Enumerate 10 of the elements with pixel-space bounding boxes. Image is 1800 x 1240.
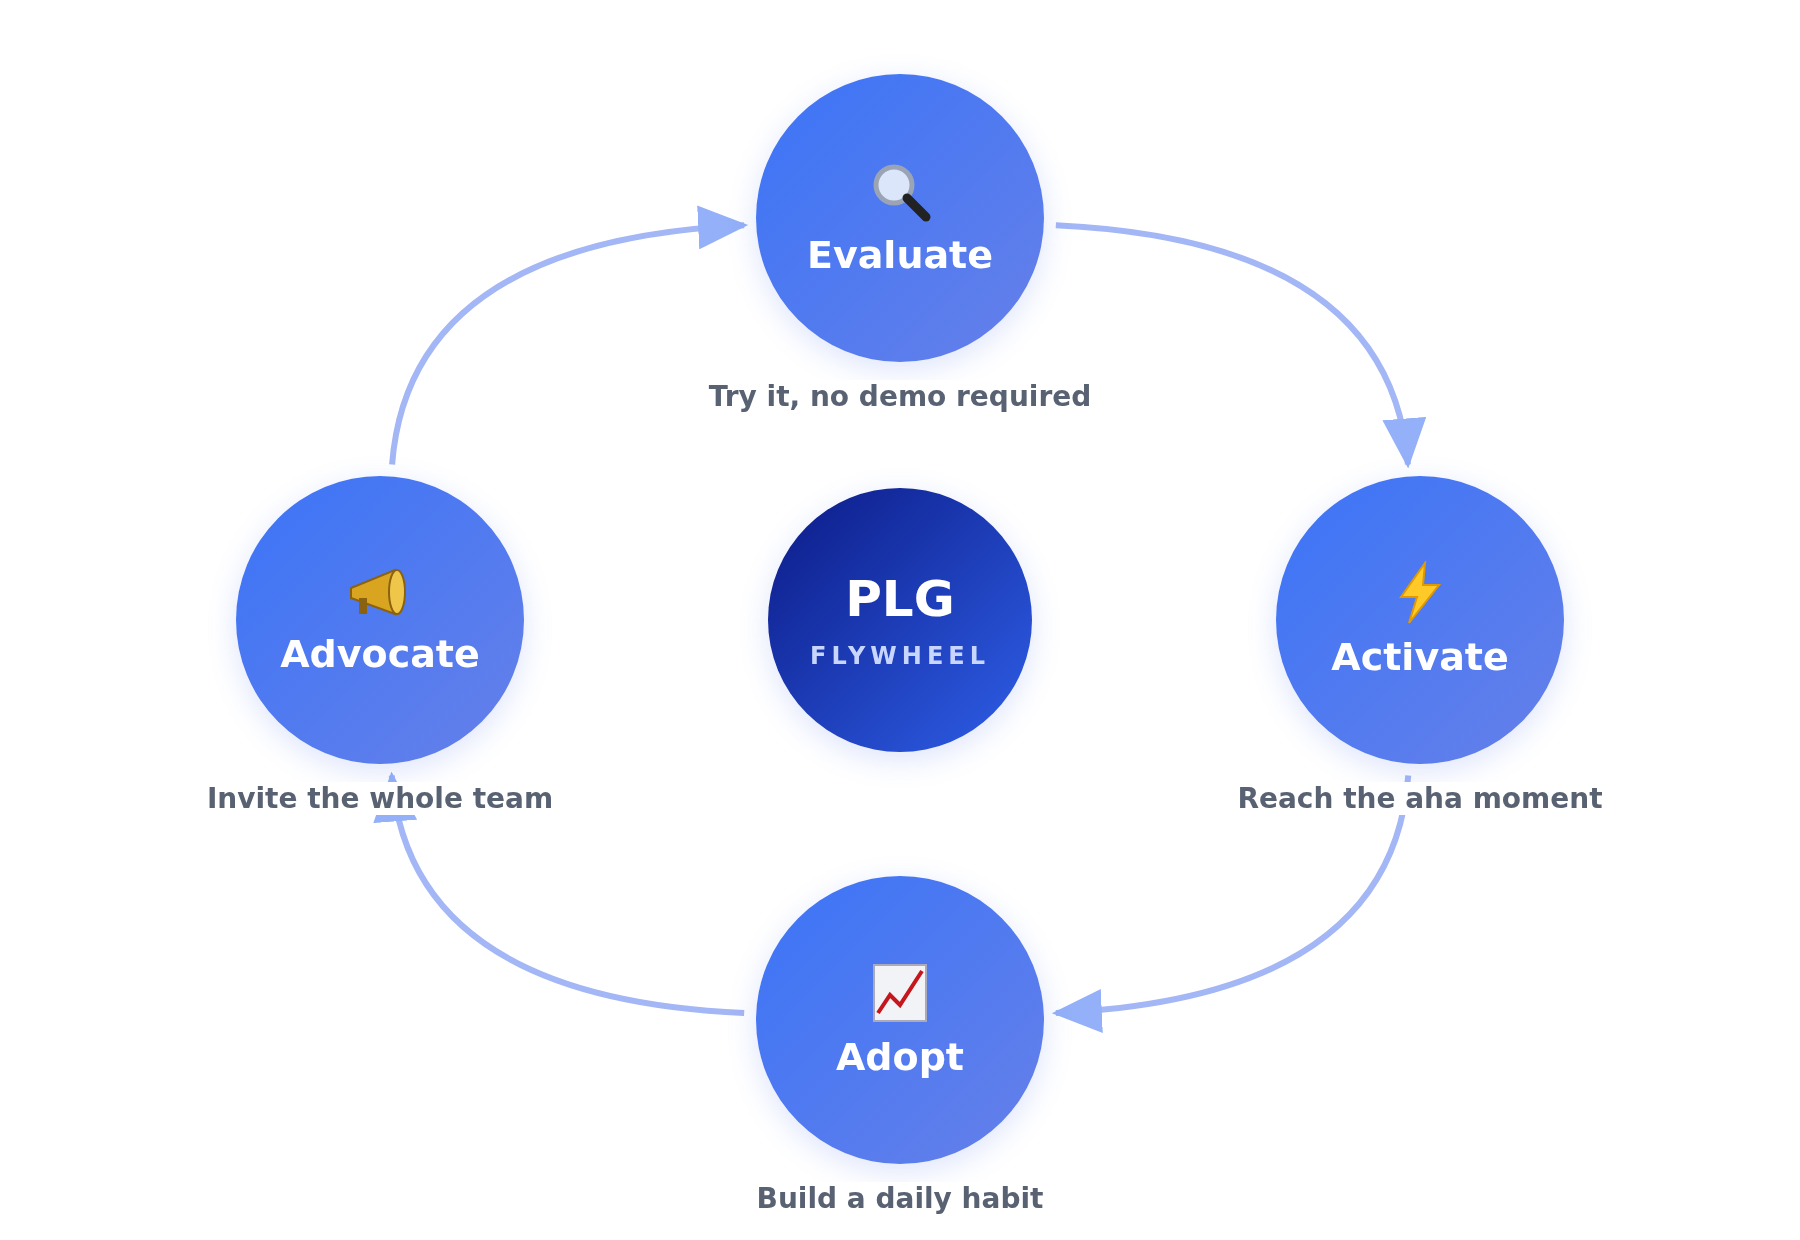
arrow xyxy=(389,206,749,465)
node-title: PLG xyxy=(845,570,955,628)
node-title: Advocate xyxy=(280,632,480,676)
node-title: Evaluate xyxy=(807,233,993,277)
arrow xyxy=(1051,775,1412,1032)
arrow xyxy=(376,771,745,1017)
node-title: Activate xyxy=(1331,635,1509,679)
arrow xyxy=(1055,222,1424,469)
node-subtitle: FLYWHEEL xyxy=(810,642,990,670)
node-title: Adopt xyxy=(835,1035,965,1079)
